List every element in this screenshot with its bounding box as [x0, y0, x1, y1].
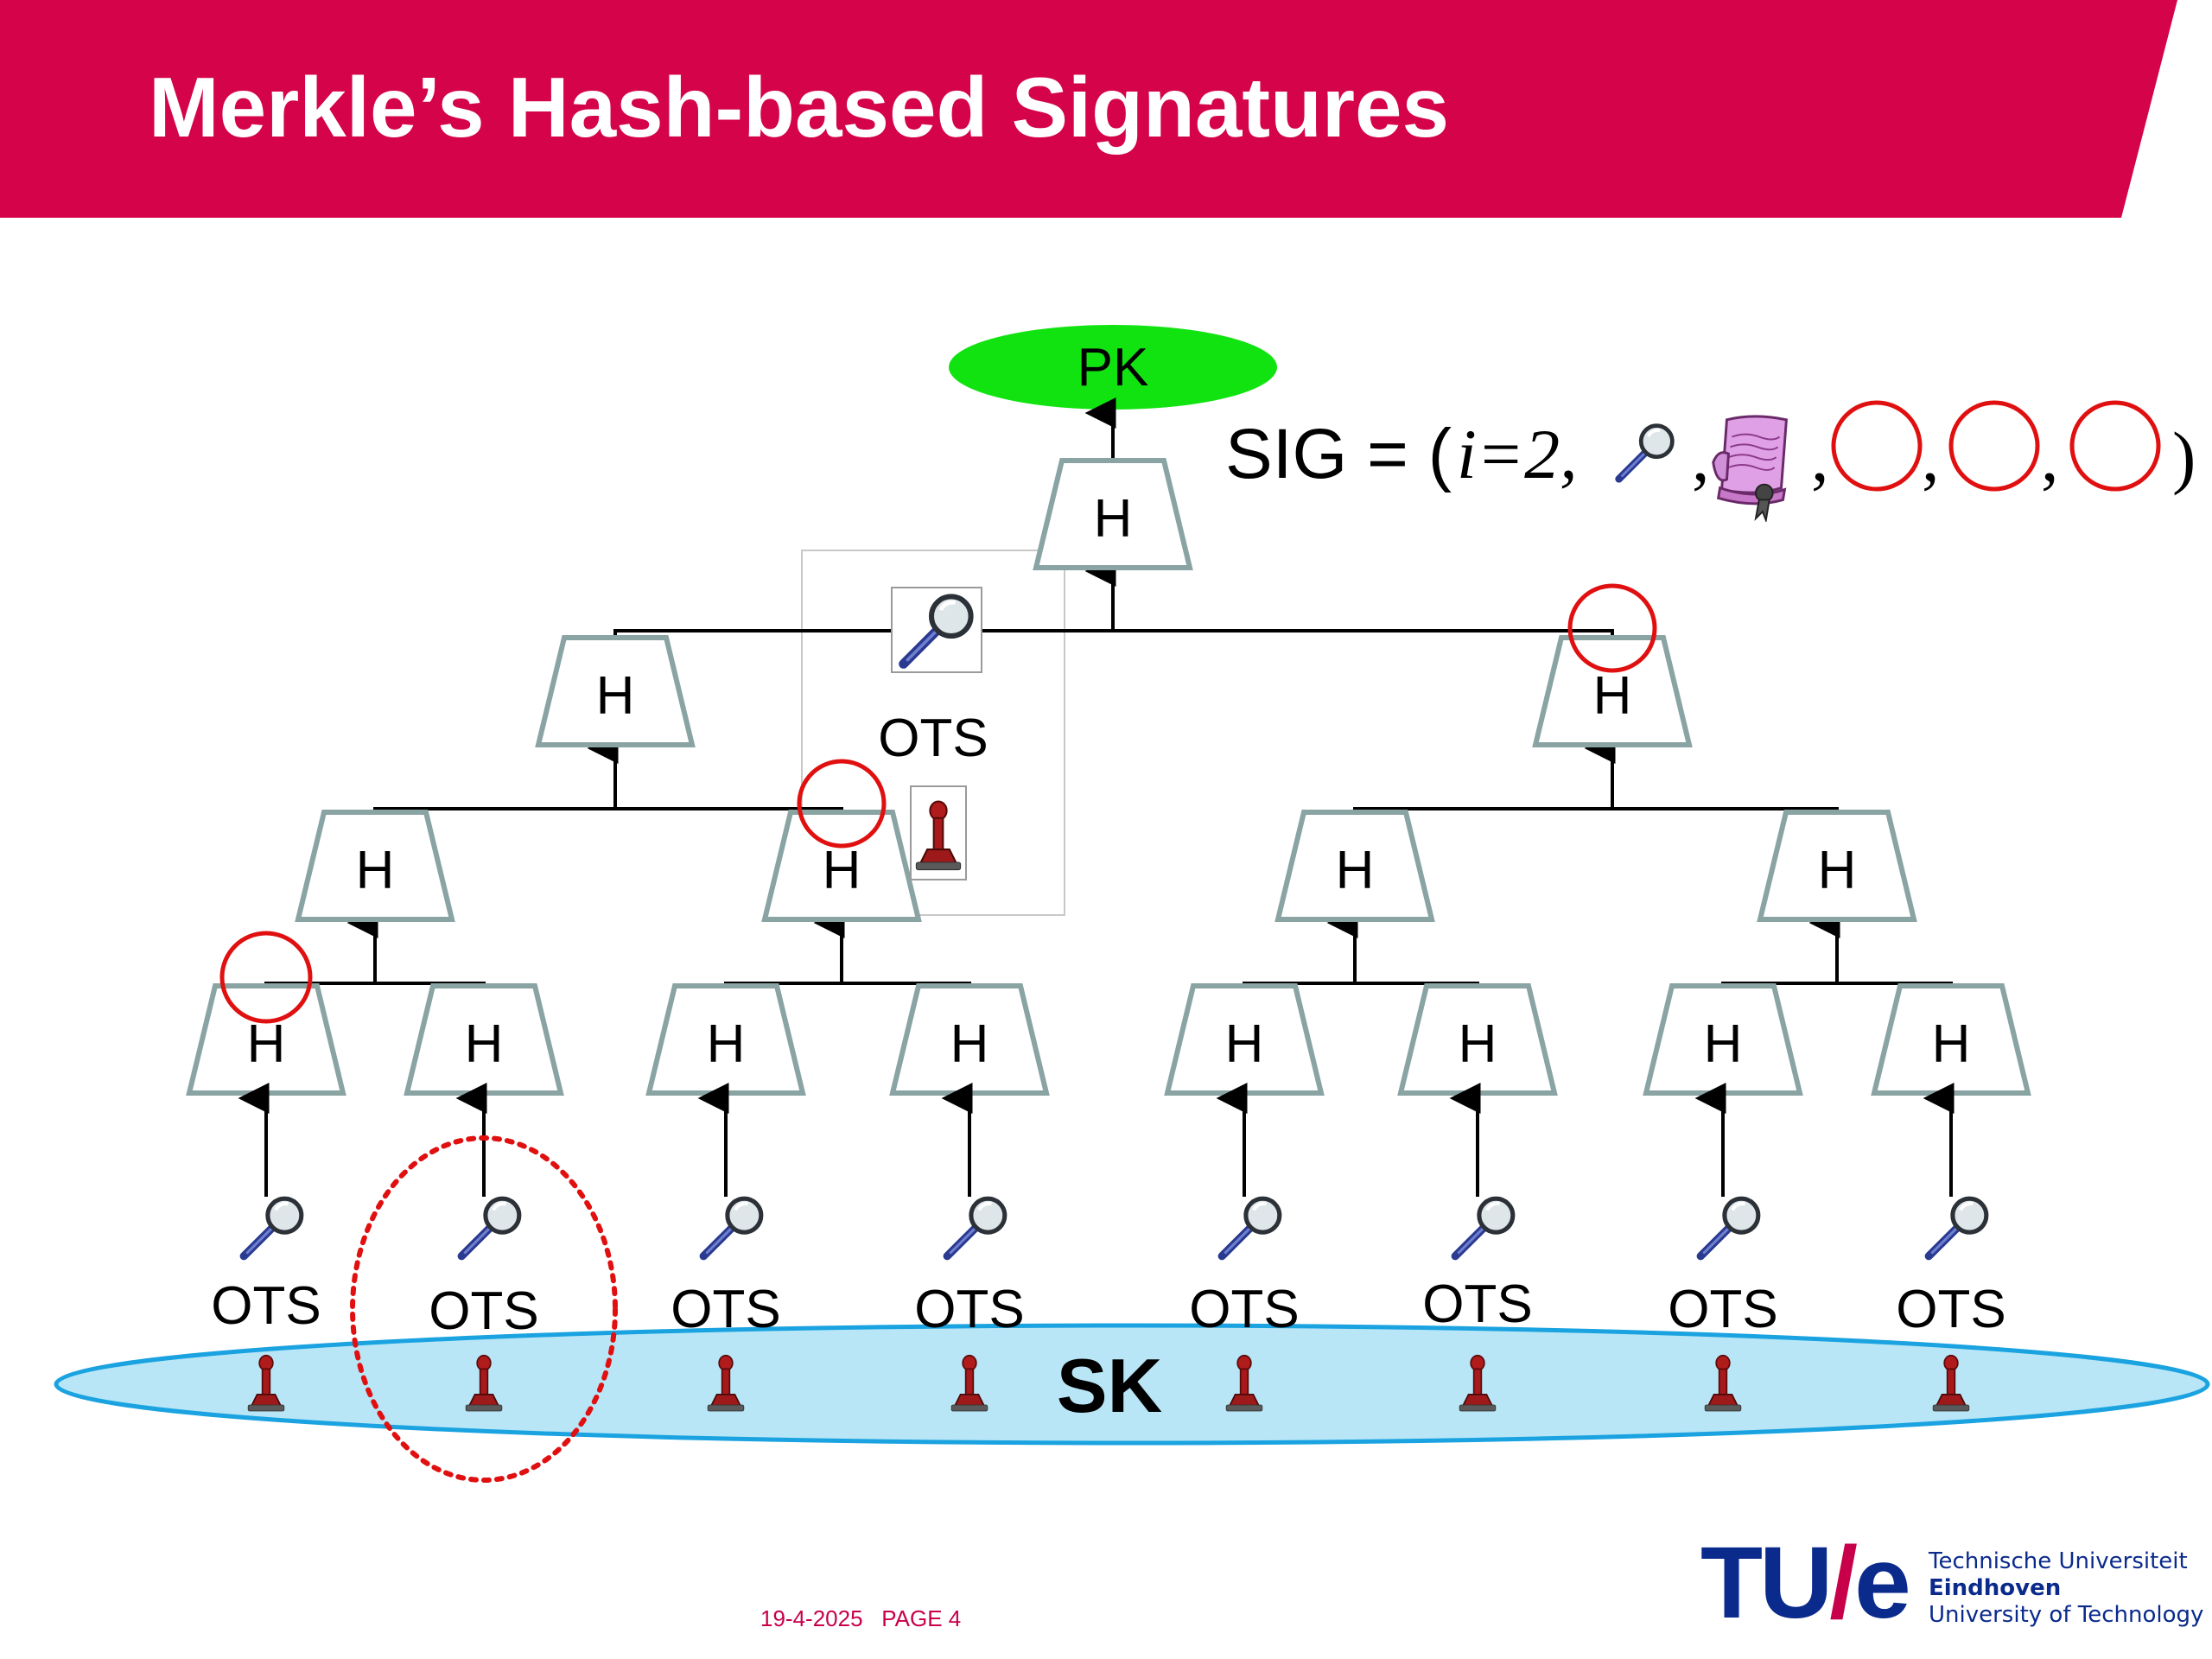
hash-node	[1274, 810, 1435, 922]
pk-ellipse	[949, 325, 1277, 410]
hash-node	[1757, 810, 1917, 922]
sig-prefix: SIG = (	[1225, 415, 1452, 493]
magnifier-icon	[1700, 1198, 1758, 1256]
leaf-ots-label: OTS	[671, 1280, 780, 1339]
hash-node	[1397, 983, 1558, 1096]
hash-node-label: H	[1593, 666, 1632, 726]
hash-node	[645, 983, 806, 1096]
slide-title: Merkle’s Hash-based Signatures	[149, 60, 1450, 155]
hash-node-label: H	[356, 841, 395, 900]
hash-node-label: H	[823, 841, 861, 900]
hash-node-label: H	[1818, 841, 1857, 900]
magnifier-icon	[1455, 1198, 1513, 1256]
sig-magnifier-icon	[1619, 426, 1673, 480]
hash-node	[1532, 635, 1693, 747]
university-line-3: University of Technology	[1929, 1602, 2204, 1628]
auth-path-circle	[219, 931, 313, 1024]
sig-comma: ,	[1811, 417, 1829, 496]
magnifier-icon	[703, 1198, 761, 1256]
leaf-ots-label: OTS	[211, 1276, 321, 1336]
tree-connector	[613, 629, 1614, 638]
leaf-ots-label: OTS	[429, 1281, 538, 1341]
selected-leaf-ellipse	[350, 1135, 618, 1483]
auth-path-circle	[1567, 583, 1657, 673]
hash-node-label: H	[465, 1014, 504, 1074]
hash-node-label: H	[950, 1014, 989, 1074]
hash-node	[535, 635, 696, 747]
slide-footer: 19-4-2025 PAGE 4	[760, 1605, 961, 1632]
hash-node	[186, 983, 346, 1096]
hash-node-label: H	[1932, 1014, 1971, 1074]
sk-label: SK	[1057, 1343, 1162, 1428]
hash-node-label: H	[1336, 841, 1375, 900]
sk-ellipse	[54, 1323, 2210, 1446]
magnifier-icon	[947, 1198, 1005, 1256]
leaf-ots-label: OTS	[1189, 1280, 1299, 1339]
hash-node-label: H	[1459, 1014, 1497, 1074]
ots-detail-frame	[801, 550, 1065, 916]
hash-node-label: H	[1225, 1014, 1264, 1074]
sig-circle-icon	[1948, 400, 2040, 492]
university-line-1: Technische Universiteit	[1929, 1548, 2188, 1574]
hash-node-label: H	[707, 1014, 746, 1074]
hash-node	[295, 810, 455, 922]
leaf-ots-label: OTS	[1422, 1274, 1532, 1334]
sig-circle-icon	[1831, 400, 1923, 492]
hash-node-label: H	[596, 666, 635, 726]
hash-node	[1871, 983, 2031, 1096]
tree-connector	[1353, 807, 1839, 812]
hash-node	[761, 810, 922, 922]
auth-path-circle	[797, 759, 887, 849]
sig-comma: ,	[1692, 417, 1710, 496]
magnifier-icon	[244, 1198, 302, 1256]
tree-connector	[373, 807, 843, 812]
ots-detail-label: OTS	[878, 709, 988, 768]
hash-node	[1164, 983, 1325, 1096]
sig-scroll-icon	[1712, 415, 1788, 522]
footer-date: 19-4-2025	[760, 1605, 863, 1631]
university-name: Technische Universiteit Eindhoven Univer…	[1929, 1548, 2203, 1629]
hash-node	[1643, 983, 1803, 1096]
hash-node-label: H	[1094, 489, 1133, 549]
logo-mark-right: e	[1854, 1526, 1911, 1640]
sig-index: i=2,	[1457, 415, 1578, 493]
hash-node-label: H	[1704, 1014, 1743, 1074]
sig-suffix: )	[2172, 417, 2196, 496]
title-bar	[0, 0, 2177, 218]
pk-label: PK	[1077, 338, 1149, 397]
hash-node	[1033, 458, 1193, 570]
magnifier-icon	[1929, 1198, 1986, 1256]
leaf-ots-label: OTS	[914, 1280, 1024, 1339]
university-line-2: Eindhoven	[1929, 1575, 2062, 1601]
logo-mark-left: TU	[1700, 1526, 1833, 1640]
magnifier-icon	[461, 1198, 519, 1256]
leaf-ots-label: OTS	[1896, 1280, 2005, 1339]
tue-logo: TU/e	[1700, 1531, 1911, 1635]
hash-node	[404, 983, 564, 1096]
hash-node	[889, 983, 1050, 1096]
sig-comma: ,	[1922, 417, 1940, 496]
logo-mark-slash: /	[1829, 1526, 1858, 1640]
sig-circle-icon	[2069, 400, 2161, 492]
hash-node-label: H	[247, 1014, 286, 1074]
magnifier-icon	[1222, 1198, 1280, 1256]
footer-page: PAGE 4	[881, 1605, 962, 1631]
leaf-ots-label: OTS	[1668, 1280, 1777, 1339]
sig-comma: ,	[2041, 417, 2059, 496]
